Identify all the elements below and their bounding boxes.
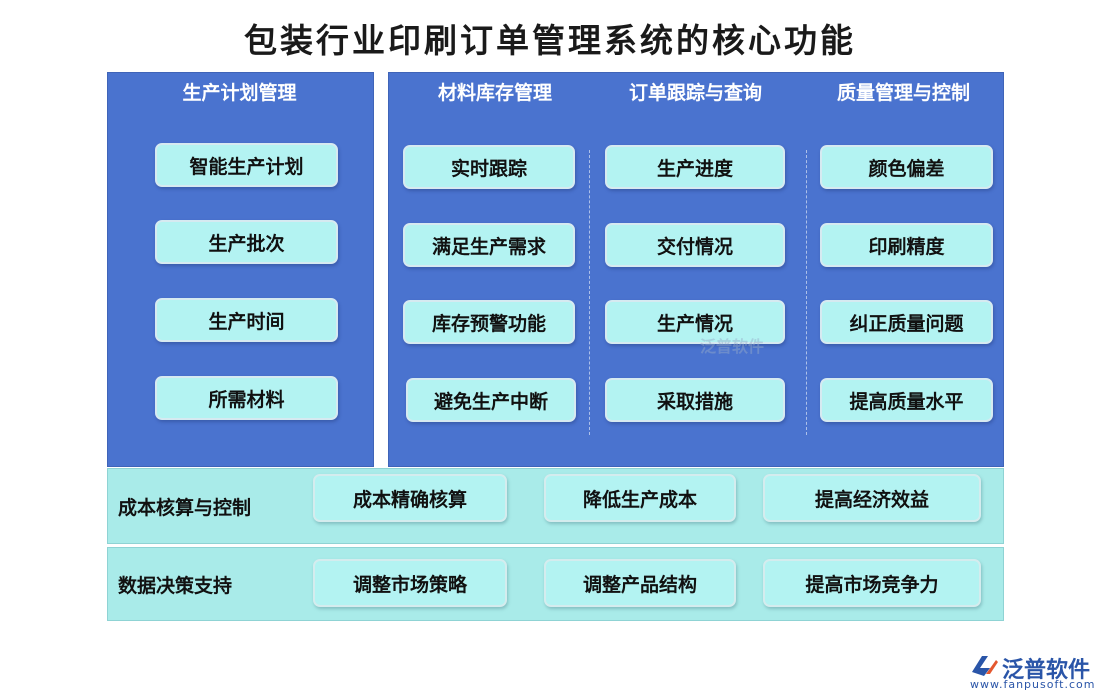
node-production-batch: 生产批次 bbox=[155, 220, 338, 264]
column-title-quality-control: 质量管理与控制 bbox=[836, 82, 970, 104]
node-production-status: 生产情况 bbox=[605, 300, 785, 344]
column-title-production-plan: 生产计划管理 bbox=[182, 82, 297, 104]
node-production-progress: 生产进度 bbox=[605, 145, 785, 189]
brand-logo: 泛普软件 www.fanpusoft.com bbox=[968, 650, 1096, 695]
node-adjust-market-strategy: 调整市场策略 bbox=[313, 559, 507, 607]
diagram-title: 包装行业印刷订单管理系统的核心功能 bbox=[244, 21, 856, 60]
node-improve-quality-level: 提高质量水平 bbox=[820, 378, 993, 422]
node-color-deviation: 颜色偏差 bbox=[820, 145, 993, 189]
node-reduce-production-cost: 降低生产成本 bbox=[544, 474, 736, 522]
band-label-cost-accounting: 成本核算与控制 bbox=[118, 497, 252, 519]
node-print-precision: 印刷精度 bbox=[820, 223, 993, 267]
node-precise-cost-accounting: 成本精确核算 bbox=[313, 474, 507, 522]
node-take-measures: 采取措施 bbox=[605, 378, 785, 422]
logo-name: 泛普软件 bbox=[1002, 658, 1091, 683]
node-inventory-warning: 库存预警功能 bbox=[403, 300, 575, 344]
node-smart-production-plan: 智能生产计划 bbox=[155, 143, 338, 187]
node-required-materials: 所需材料 bbox=[155, 376, 338, 420]
node-correct-quality-issues: 纠正质量问题 bbox=[820, 300, 993, 344]
node-improve-economic-benefit: 提高经济效益 bbox=[763, 474, 981, 522]
node-improve-competitiveness: 提高市场竞争力 bbox=[763, 559, 981, 607]
watermark: 泛普软件 bbox=[700, 337, 765, 356]
node-realtime-tracking: 实时跟踪 bbox=[403, 145, 575, 189]
column-separator bbox=[589, 150, 590, 435]
node-avoid-interruption: 避免生产中断 bbox=[406, 378, 576, 422]
logo-url: www.fanpusoft.com bbox=[970, 678, 1096, 691]
node-production-time: 生产时间 bbox=[155, 298, 338, 342]
column-title-order-tracking: 订单跟踪与查询 bbox=[628, 82, 762, 104]
node-adjust-product-structure: 调整产品结构 bbox=[544, 559, 736, 607]
node-meet-production-demand: 满足生产需求 bbox=[403, 223, 575, 267]
column-title-material-inventory: 材料库存管理 bbox=[437, 82, 552, 104]
band-label-data-decision: 数据决策支持 bbox=[118, 575, 233, 597]
logo-mark-icon bbox=[972, 656, 998, 676]
column-separator bbox=[806, 150, 807, 435]
node-delivery-status: 交付情况 bbox=[605, 223, 785, 267]
